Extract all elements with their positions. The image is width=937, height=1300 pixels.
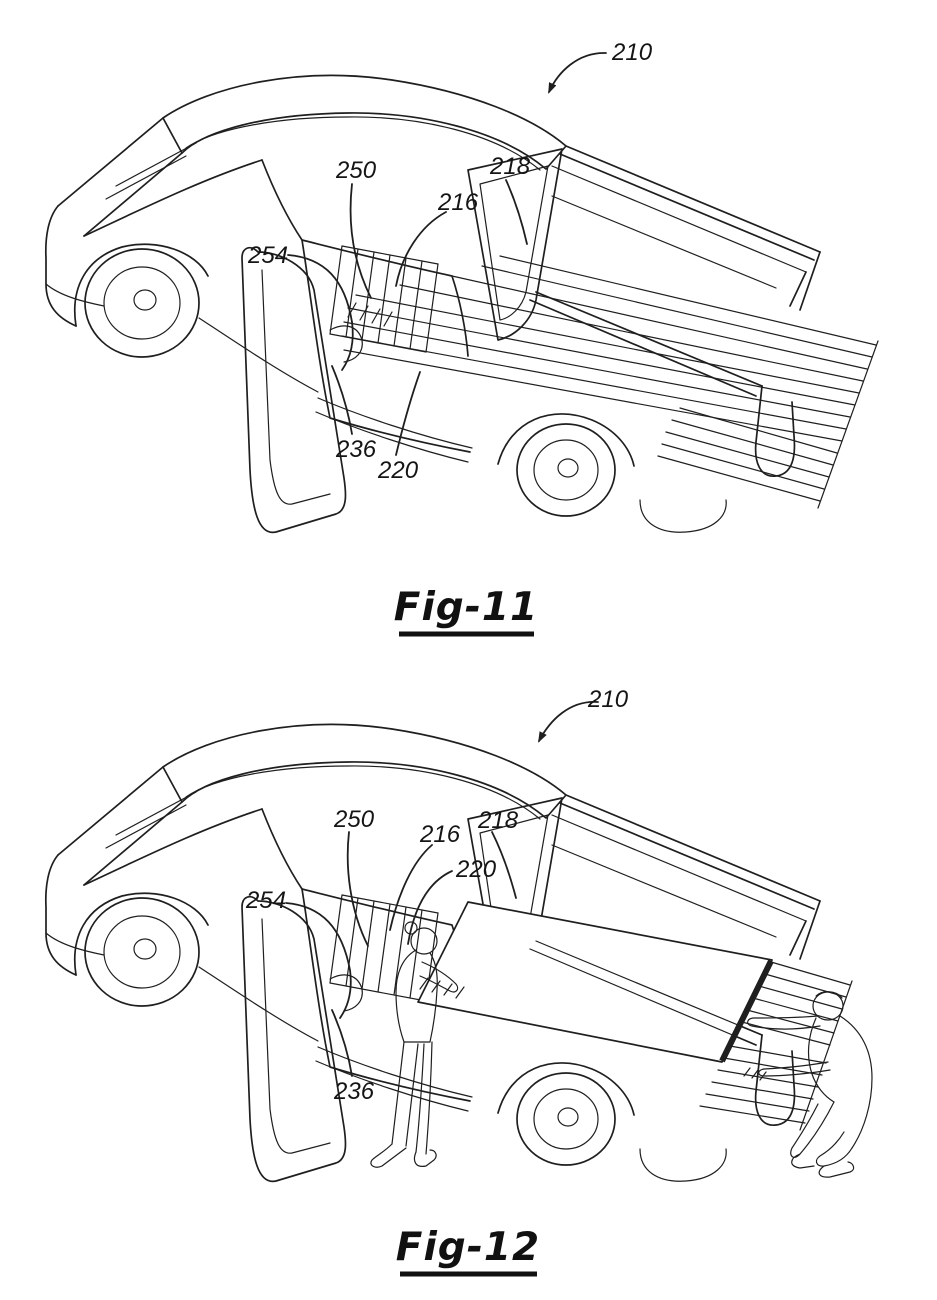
fig11-caption: Fig-11 bbox=[394, 585, 538, 630]
fig12-ref-254: 254 bbox=[245, 887, 286, 914]
person1-hair-bun bbox=[404, 921, 418, 935]
fig11-leader-216 bbox=[395, 211, 447, 287]
figure-11-drawing: 210 250 216 218 254 236 220 Fig-11 bbox=[44, 39, 879, 637]
person2-torso bbox=[807, 1015, 873, 1149]
figure-12-drawing: 210 250 216 218 220 254 236 Fig-12 bbox=[44, 686, 873, 1277]
fig12-ref-218: 218 bbox=[477, 807, 519, 834]
fig12-cargo-sheet bbox=[417, 901, 774, 1063]
fig11-leader-254 bbox=[287, 254, 354, 371]
fig11-ref-labels: 210 250 216 218 254 236 220 bbox=[247, 39, 653, 484]
fig12-person-at-rear bbox=[743, 991, 873, 1178]
fig12-ref-250: 250 bbox=[333, 806, 375, 833]
fig12-leader-216 bbox=[389, 844, 433, 931]
fig12-ref-220: 220 bbox=[455, 856, 497, 883]
fig12-ref-216: 216 bbox=[419, 821, 461, 848]
fig12-leader-lines bbox=[285, 701, 599, 1077]
person1-head bbox=[410, 927, 438, 955]
person2-legs bbox=[790, 1101, 853, 1167]
fig12-leader-236 bbox=[331, 1009, 353, 1077]
person1-arm bbox=[419, 961, 459, 993]
fig11-ref-236: 236 bbox=[335, 436, 377, 463]
fig12-leader-210 bbox=[538, 701, 599, 743]
person2-feet bbox=[791, 1153, 855, 1178]
fig11-ref-218: 218 bbox=[489, 153, 531, 180]
fig11-leader-250 bbox=[349, 183, 372, 299]
person1-torso bbox=[395, 949, 438, 1043]
fig12-ref-labels: 210 250 216 218 220 254 236 bbox=[245, 686, 629, 1105]
fig11-ref-210: 210 bbox=[611, 39, 653, 66]
fig11-leader-220 bbox=[395, 371, 421, 456]
fig11-ref-216: 216 bbox=[437, 189, 479, 216]
fig11-leader-lines bbox=[287, 52, 607, 456]
fig11-ref-250: 250 bbox=[335, 157, 377, 184]
person1-feet bbox=[370, 1143, 437, 1168]
fig11-load-floor-planks bbox=[341, 255, 879, 509]
fig12-ref-210: 210 bbox=[587, 686, 629, 713]
person1-legs bbox=[391, 1041, 433, 1155]
person2-arms bbox=[747, 1015, 831, 1077]
fig12-leader-254 bbox=[285, 902, 352, 1019]
fig11-ref-254: 254 bbox=[247, 242, 288, 269]
fig12-caption: Fig-12 bbox=[396, 1225, 540, 1270]
fig11-leader-218 bbox=[505, 179, 528, 245]
fig11-leader-210 bbox=[548, 52, 607, 94]
fig12-ref-236: 236 bbox=[333, 1078, 375, 1105]
person2-hand-hatch bbox=[743, 1067, 767, 1081]
fig11-ref-220: 220 bbox=[377, 457, 419, 484]
fig12-leader-250 bbox=[346, 831, 369, 947]
fig12-person-at-door bbox=[370, 921, 459, 1168]
fig11-leader-236 bbox=[331, 365, 353, 435]
fig12-leader-220 bbox=[407, 870, 453, 945]
fig12-leader-218 bbox=[491, 831, 517, 899]
